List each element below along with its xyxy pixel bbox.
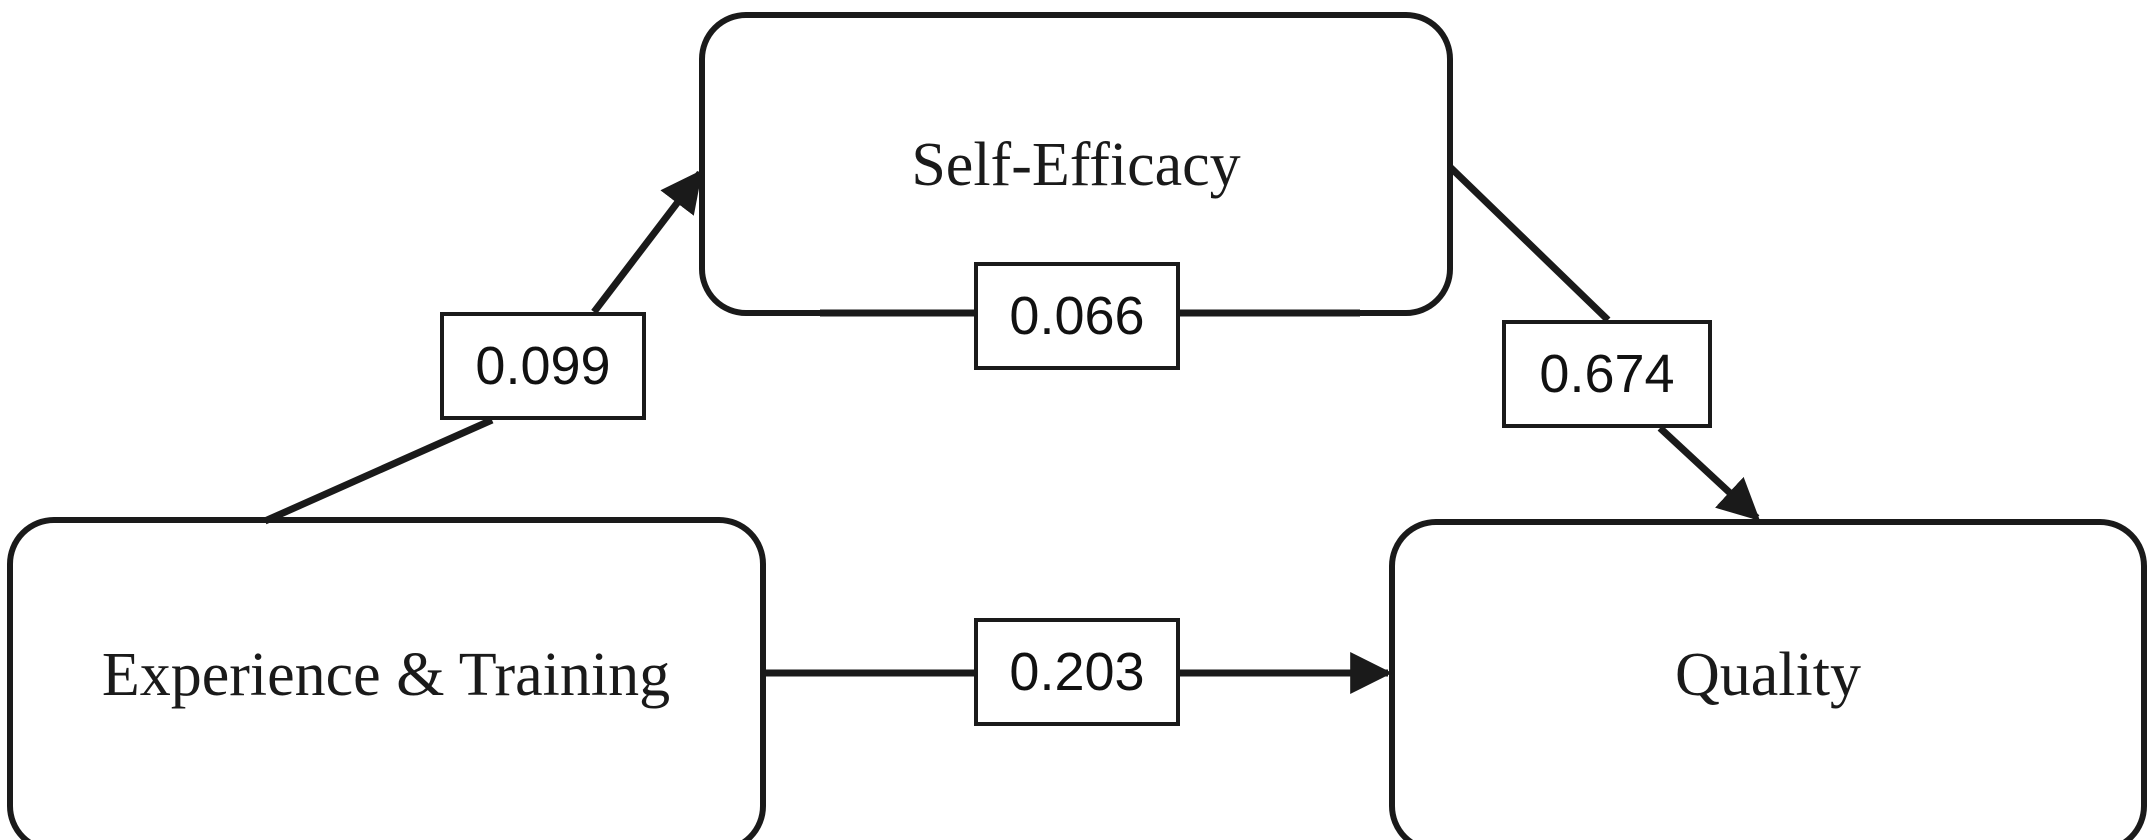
edge-line-experience-to-self-efficacy-upper xyxy=(591,169,703,315)
edge-label-self-efficacy-loop[interactable]: 0.066 xyxy=(974,262,1180,370)
edge-line-self-efficacy-to-quality-upper xyxy=(1447,164,1611,323)
edge-line-self-efficacy-to-quality-lower xyxy=(1657,425,1761,521)
node-quality[interactable] xyxy=(1389,519,2147,840)
edge-label-experience-to-self-efficacy[interactable]: 0.099 xyxy=(440,312,646,420)
edge-line-experience-to-self-efficacy-lower xyxy=(263,416,494,525)
edge-label-self-efficacy-to-quality[interactable]: 0.674 xyxy=(1502,320,1712,428)
edge-label-experience-to-quality[interactable]: 0.203 xyxy=(974,618,1180,726)
node-experience-training[interactable] xyxy=(7,517,766,840)
